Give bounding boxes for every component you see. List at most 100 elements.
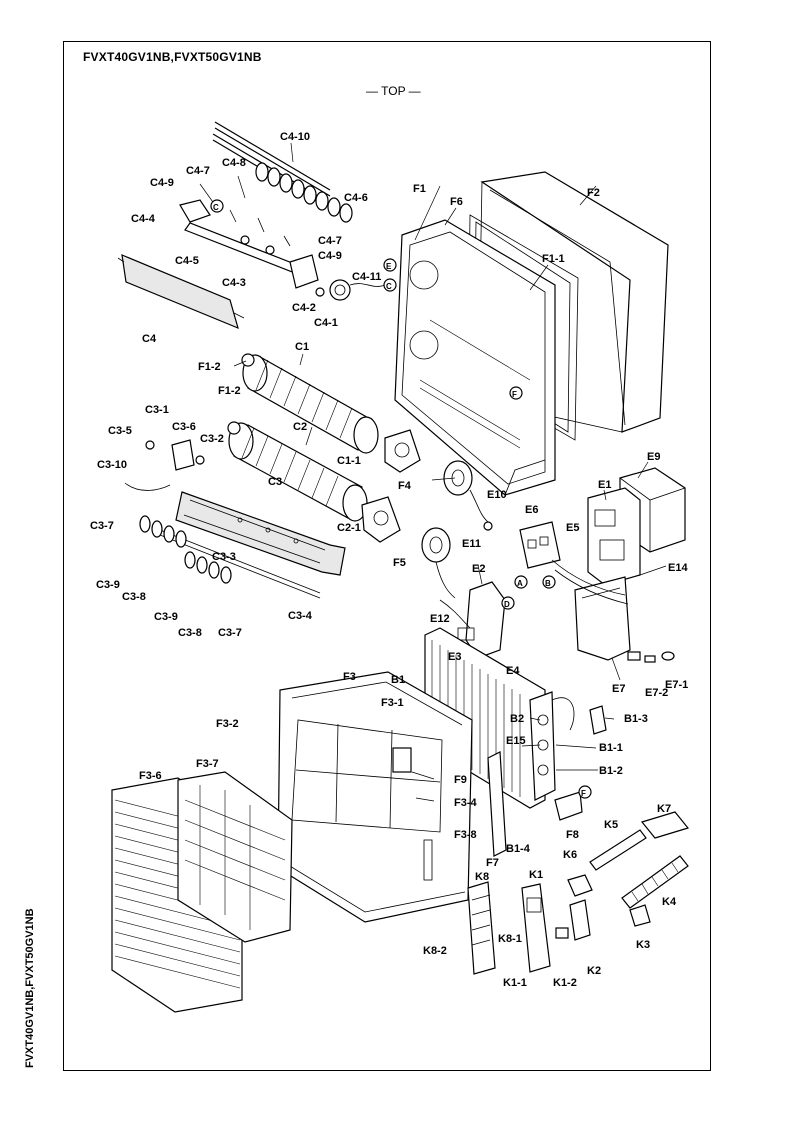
callout-k1-2: K1-2	[553, 977, 577, 989]
callout-f3: F3	[343, 671, 356, 683]
callout-f3-2: F3-2	[216, 718, 239, 730]
callout-f5: F5	[393, 557, 406, 569]
callout-e7: E7	[612, 683, 625, 695]
callout-k4: K4	[662, 896, 677, 908]
callout-k3: K3	[636, 939, 650, 951]
callout-c4: C4	[142, 333, 157, 345]
callout-e5: E5	[566, 522, 579, 534]
callout-labels: C4-10 C4-8 C4-7 C4-9 C4-6 C4-4 C4-7 C4-9…	[90, 131, 688, 989]
callout-b1: B1	[391, 674, 405, 686]
e6-terminal-board	[519, 521, 561, 569]
callout-k5: K5	[604, 819, 618, 831]
callout-e11: E11	[462, 538, 481, 550]
marker-e-1: E	[386, 262, 392, 271]
callout-k1-1: K1-1	[503, 977, 527, 989]
e1-control-pcb	[587, 487, 641, 586]
callout-c3-8-b: C3-8	[178, 627, 202, 639]
marker-f-1: F	[512, 390, 517, 399]
callout-b1-4: B1-4	[506, 843, 531, 855]
callout-c4-4: C4-4	[131, 213, 156, 225]
callout-c4-7-b: C4-7	[318, 235, 342, 247]
callout-c4-6: C4-6	[344, 192, 368, 204]
callout-f3-6: F3-6	[139, 770, 162, 782]
callout-c4-11: C4-11	[352, 271, 381, 283]
callout-c3: C3	[268, 476, 282, 488]
k1-2-battery	[555, 927, 569, 939]
e10-fan-motor	[443, 460, 493, 531]
callout-k8-1: K8-1	[498, 933, 522, 945]
callout-c4-5: C4-5	[175, 255, 199, 267]
marker-d-1: D	[504, 600, 510, 609]
c3-7-clips-lower	[184, 551, 232, 584]
callout-e6: E6	[525, 504, 538, 516]
callout-f1-1: F1-1	[542, 253, 565, 265]
callout-f3-1: F3-1	[381, 697, 404, 709]
callout-c3-3: C3-3	[212, 551, 236, 563]
callout-b1-1: B1-1	[599, 742, 623, 754]
callout-c3-7-b: C3-7	[218, 627, 242, 639]
model-title: FVXT40GV1NB,FVXT50GV1NB	[83, 50, 262, 64]
callout-f8: F8	[566, 829, 579, 841]
callout-c3-9-b: C3-9	[154, 611, 178, 623]
callout-k7: K7	[657, 803, 671, 815]
b1-3-fitting	[589, 705, 607, 735]
marker-a-1: A	[517, 579, 523, 588]
callout-f3-7: F3-7	[196, 758, 219, 770]
callout-e9: E9	[647, 451, 660, 463]
callout-c4-9-a: C4-9	[150, 177, 174, 189]
callout-e14: E14	[668, 562, 688, 574]
callout-c3-2: C3-2	[200, 433, 224, 445]
callout-k2: K2	[587, 965, 601, 977]
callout-e10: E10	[487, 489, 507, 501]
callout-e7-1: E7-1	[665, 679, 688, 691]
callout-e15: E15	[506, 735, 526, 747]
callout-c4-9-b: C4-9	[318, 250, 342, 262]
callout-f3-4: F3-4	[454, 797, 478, 809]
callout-c3-1: C3-1	[145, 404, 169, 416]
c2-cross-flow-fan	[227, 421, 368, 522]
callout-c4-2: C4-2	[292, 302, 316, 314]
callout-b1-2: B1-2	[599, 765, 623, 777]
callout-c1-1: C1-1	[337, 455, 361, 467]
c3-upper-brackets	[124, 439, 205, 491]
connector-markers: E C D F A B F C	[210, 199, 592, 799]
callout-f1-2-a: F1-2	[198, 361, 221, 373]
e11-fan-motor	[421, 527, 456, 599]
callout-b2: B2	[510, 713, 524, 725]
callout-e7-2: E7-2	[645, 687, 668, 699]
callout-e1: E1	[598, 479, 611, 491]
f8-bracket	[554, 791, 583, 821]
callout-c4-7-a: C4-7	[186, 165, 210, 177]
callout-e4: E4	[506, 665, 520, 677]
callout-c4-8: C4-8	[222, 157, 246, 169]
callout-f1: F1	[413, 183, 426, 195]
callout-c3-8-a: C3-8	[122, 591, 146, 603]
callout-f2: F2	[587, 187, 600, 199]
k3-holder	[629, 904, 651, 927]
f3-7-air-filter	[177, 771, 293, 943]
callout-c3-6: C3-6	[172, 421, 196, 433]
c1-cross-flow-fan	[241, 353, 379, 454]
callout-k8: K8	[475, 871, 489, 883]
k2-holder	[569, 899, 591, 941]
callout-c3-4: C3-4	[288, 610, 313, 622]
callout-f9: F9	[454, 774, 467, 786]
callout-c2-1: C2-1	[337, 522, 361, 534]
marker-f-2: F	[581, 789, 586, 798]
e7-small-parts	[627, 651, 675, 663]
k7-manual-sheet	[640, 811, 690, 839]
callout-c3-9-a: C3-9	[96, 579, 120, 591]
k4-drain-hose	[621, 855, 689, 909]
f3-front-grille-frame	[277, 671, 473, 923]
c4-front-flap	[117, 254, 245, 330]
callout-f6: F6	[450, 196, 463, 208]
callout-c2: C2	[293, 421, 307, 433]
c3-drain-pan	[175, 491, 346, 576]
callout-c3-5: C3-5	[108, 425, 132, 437]
c4-6-louver-set	[255, 162, 353, 223]
e2-e3-sensor-assembly	[439, 581, 506, 659]
callout-k8-2: K8-2	[423, 945, 447, 957]
callout-c4-1: C4-1	[314, 317, 338, 329]
e7-electrical-bracket	[551, 559, 631, 661]
